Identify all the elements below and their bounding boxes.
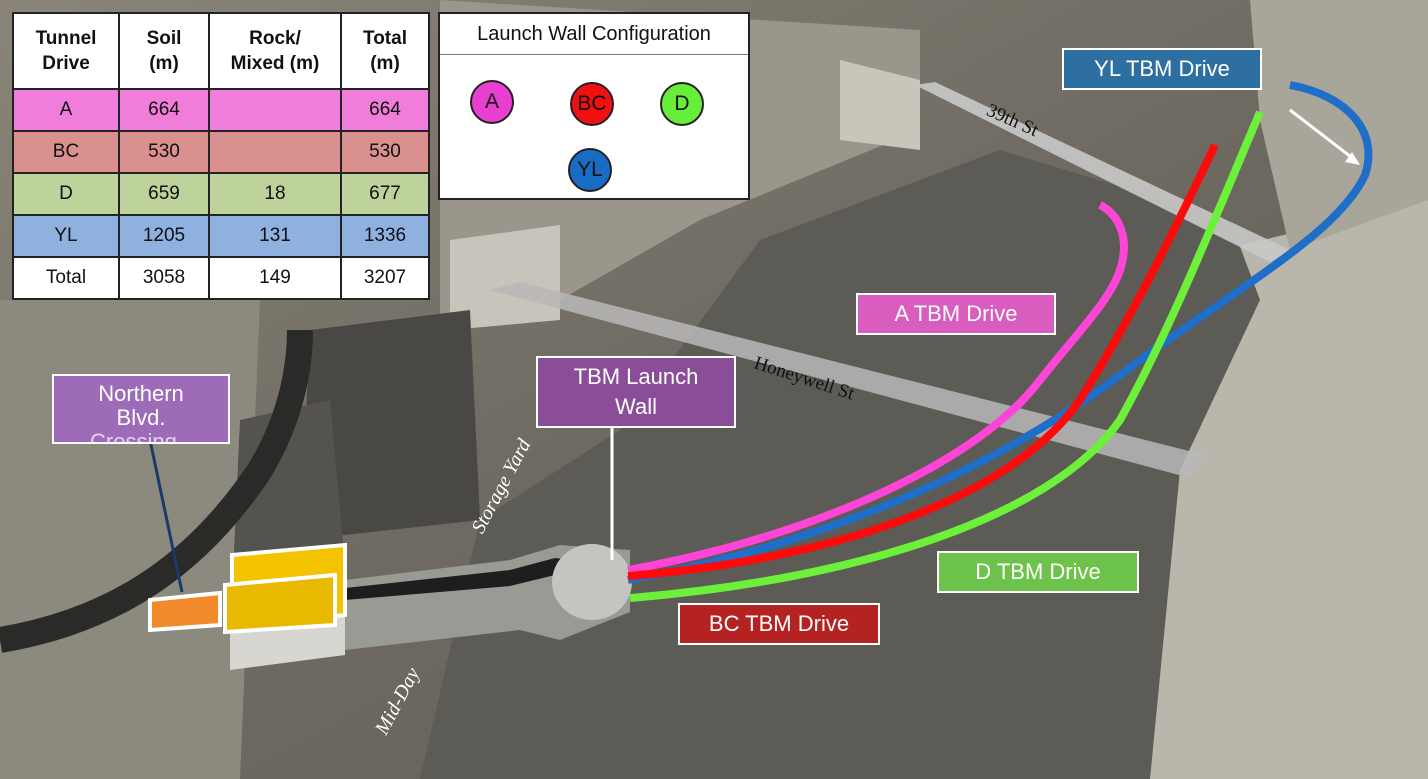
northern-label-line3: Crossing [90, 429, 177, 444]
circle-yl: YL [568, 148, 612, 192]
table-row: BC 530 530 [12, 130, 430, 174]
cell-soil: 3058 [118, 256, 210, 300]
yl-drive-label: YL TBM Drive [1062, 48, 1262, 90]
northern-pointer [148, 439, 184, 593]
yl-drive-path [627, 81, 1373, 584]
table-row: D 659 18 677 [12, 172, 430, 216]
northern-crossing-label: Northern Blvd. Crossing [52, 374, 230, 444]
cell-rock: 131 [208, 214, 342, 258]
circle-bc: BC [570, 82, 614, 126]
cell-drive: Total [12, 256, 120, 300]
shaft-box-lower [223, 572, 337, 635]
cell-rock: 149 [208, 256, 342, 300]
yl-arrow-head [1345, 152, 1360, 165]
table-row: YL 1205 131 1336 [12, 214, 430, 258]
launch-wall-label-line1: TBM Launch [573, 364, 699, 389]
bc-drive-path [627, 143, 1219, 580]
northern-crossing-block [148, 590, 222, 633]
col-header-total: Total(m) [340, 12, 430, 90]
cell-soil: 1205 [118, 214, 210, 258]
cell-rock: 18 [208, 172, 342, 216]
cell-total: 3207 [340, 256, 430, 300]
street-honeywell [490, 282, 1205, 478]
circle-a: A [470, 80, 514, 124]
d-drive-label: D TBM Drive [937, 551, 1139, 593]
a-drive-label: A TBM Drive [856, 293, 1056, 335]
yl-direction-arrow [1289, 108, 1356, 162]
northern-label-line2: Blvd. [116, 405, 166, 430]
launch-wall-label: TBM Launch Wall [536, 356, 736, 428]
bc-drive-label: BC TBM Drive [678, 603, 880, 645]
building-dark [300, 310, 480, 540]
cell-drive: A [12, 88, 120, 132]
cell-total: 677 [340, 172, 430, 216]
table-row: A 664 664 [12, 88, 430, 132]
cell-drive: D [12, 172, 120, 216]
launch-wall-legend: Launch Wall Configuration A BC D YL [438, 12, 750, 200]
launch-wall-title: Launch Wall Configuration [440, 14, 748, 55]
building-mid [450, 225, 560, 330]
col-header-soil: Soil(m) [118, 12, 210, 90]
street-39th [915, 82, 1290, 262]
cell-rock [208, 88, 342, 132]
cell-soil: 530 [118, 130, 210, 174]
table-row: Total 3058 149 3207 [12, 256, 430, 300]
launch-wall-label-line2: Wall [615, 394, 657, 419]
cell-total: 1336 [340, 214, 430, 258]
building-top [840, 60, 920, 150]
cell-rock [208, 130, 342, 174]
cell-drive: YL [12, 214, 120, 258]
circle-d: D [660, 82, 704, 126]
cell-soil: 659 [118, 172, 210, 216]
col-header-rock: Rock/Mixed (m) [208, 12, 342, 90]
cell-soil: 664 [118, 88, 210, 132]
tunnel-rails [345, 558, 620, 600]
city-blocks-top-right [1250, 0, 1428, 250]
cell-total: 664 [340, 88, 430, 132]
d-drive-path [629, 110, 1264, 602]
cell-total: 530 [340, 130, 430, 174]
a-drive-path [627, 201, 1128, 574]
launch-pit [552, 544, 632, 620]
elevated-rail [0, 329, 313, 653]
northern-label-line1: Northern [98, 381, 184, 406]
cell-drive: BC [12, 130, 120, 174]
